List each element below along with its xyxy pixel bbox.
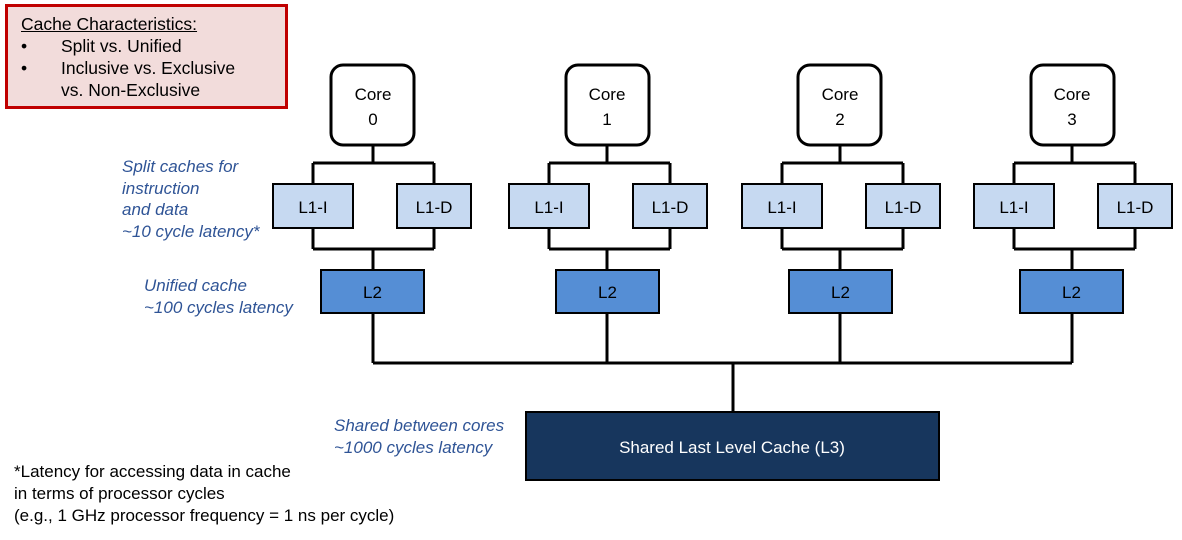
box-label: 1 bbox=[602, 110, 611, 129]
box-label: 0 bbox=[368, 110, 377, 129]
box-label: Core bbox=[1054, 85, 1091, 104]
l1-instruction-cache-box bbox=[973, 183, 1055, 229]
l1-instruction-cache-box bbox=[741, 183, 823, 229]
box-label: Core bbox=[355, 85, 392, 104]
l2-cache-box bbox=[788, 269, 893, 314]
box-label: 2 bbox=[835, 110, 844, 129]
bullet: • bbox=[21, 58, 28, 78]
l1-data-cache-box bbox=[632, 183, 708, 229]
note-line: ~10 cycle latency* bbox=[122, 221, 260, 241]
note-line: ~1000 cycles latency bbox=[334, 437, 493, 457]
characteristic-item: • Split vs. Unified bbox=[21, 35, 285, 57]
box-label: Shared Last Level Cache (L3) bbox=[619, 438, 845, 457]
bullet: • bbox=[21, 36, 28, 56]
box-label: L1-I bbox=[999, 198, 1028, 217]
characteristic-continuation: vs. Non-Exclusive bbox=[61, 80, 201, 100]
box-label: L2 bbox=[598, 283, 617, 302]
box-label: L1-D bbox=[416, 198, 453, 217]
l3-cache-box bbox=[525, 411, 940, 481]
box-label: L2 bbox=[363, 283, 382, 302]
l2-cache-box bbox=[320, 269, 425, 314]
box-label: L1-D bbox=[652, 198, 689, 217]
box-label: Core bbox=[822, 85, 859, 104]
cache-characteristics-box: Cache Characteristics: • Split vs. Unifi… bbox=[5, 4, 288, 109]
box-label: L1-I bbox=[534, 198, 563, 217]
box-label: L1-D bbox=[1117, 198, 1154, 217]
note-line: instruction bbox=[122, 178, 200, 198]
characteristic-item: • Inclusive vs. Exclusive bbox=[21, 57, 285, 79]
box-label: L2 bbox=[1062, 283, 1081, 302]
note-line: Shared between cores bbox=[334, 416, 505, 435]
l2-cache-box bbox=[555, 269, 660, 314]
core-box bbox=[1029, 63, 1116, 147]
l1-instruction-cache-box bbox=[508, 183, 590, 229]
l2-cache-box bbox=[1019, 269, 1124, 314]
unified-cache-note: Unified cache ~100 cycles latency bbox=[144, 275, 293, 318]
l1-instruction-cache-box bbox=[272, 183, 354, 229]
core-box bbox=[329, 63, 416, 147]
box-label: L1-D bbox=[885, 198, 922, 217]
box-label: L1-I bbox=[767, 198, 796, 217]
l1-data-cache-box bbox=[865, 183, 941, 229]
note-line: Unified cache bbox=[144, 276, 248, 295]
note-line: and data bbox=[122, 200, 189, 219]
core-box bbox=[796, 63, 883, 147]
footnote-line: *Latency for accessing data in cache bbox=[14, 462, 291, 481]
box-label: L2 bbox=[831, 283, 850, 302]
box-label: L1-I bbox=[298, 198, 327, 217]
characteristic-split-unified: Split vs. Unified bbox=[61, 36, 182, 56]
note-line: ~100 cycles latency bbox=[144, 297, 293, 317]
shared-cache-note: Shared between cores ~1000 cycles latenc… bbox=[334, 415, 504, 458]
note-line: Split caches for bbox=[122, 157, 239, 176]
box-label: 3 bbox=[1067, 110, 1076, 129]
footnote-line: (e.g., 1 GHz processor frequency = 1 ns … bbox=[14, 506, 395, 525]
characteristics-title: Cache Characteristics: bbox=[21, 14, 198, 34]
footnote-line: in terms of processor cycles bbox=[14, 484, 225, 503]
core-box bbox=[564, 63, 651, 147]
split-cache-note: Split caches for instruction and data ~1… bbox=[122, 156, 260, 242]
l1-data-cache-box bbox=[396, 183, 472, 229]
latency-footnote: *Latency for accessing data in cache in … bbox=[14, 461, 394, 527]
box-label: Core bbox=[589, 85, 626, 104]
l1-data-cache-box bbox=[1097, 183, 1173, 229]
characteristic-inclusive-exclusive: Inclusive vs. Exclusive bbox=[61, 58, 236, 78]
